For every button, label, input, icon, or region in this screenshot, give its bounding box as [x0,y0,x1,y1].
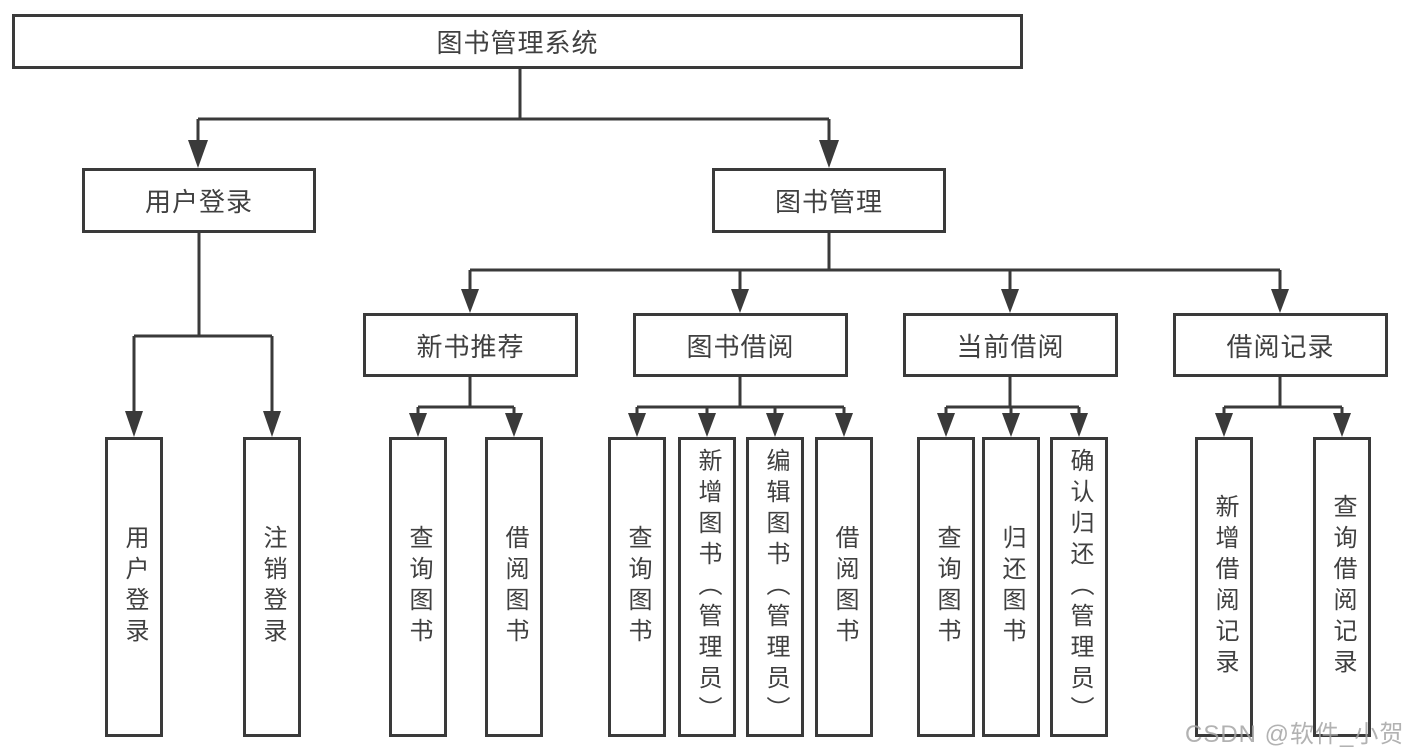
node-label: 图书管理系统 [436,28,599,58]
node-label: 当前借阅 [956,331,1065,362]
node-label: 归还图书 [998,525,1025,649]
node-user-login: 用户登录 [82,168,316,233]
node-label: 新增借阅记录 [1211,494,1238,680]
node-label: 确认归还（管理员） [1066,447,1093,727]
arrowhead [505,413,523,437]
arrowhead [731,289,749,313]
node-leaf-logout: 注销登录 [243,437,301,737]
node-leaf-return-book: 归还图书 [982,437,1040,737]
arrowhead [628,413,646,437]
node-current-borrow: 当前借阅 [903,313,1118,377]
arrowhead [1333,413,1351,437]
node-label: 借阅图书 [831,525,858,649]
arrowhead [819,140,839,168]
node-leaf-query-book-1: 查询图书 [389,437,447,737]
node-leaf-query-borrow-record: 查询借阅记录 [1313,437,1371,737]
arrowhead [1001,289,1019,313]
node-label: 新书推荐 [416,331,525,362]
node-leaf-user-login: 用户登录 [105,437,163,737]
node-label: 借阅图书 [501,525,528,649]
node-library-system: 图书管理系统 [12,14,1023,69]
node-leaf-borrow-book-1: 借阅图书 [485,437,543,737]
node-leaf-add-borrow-record: 新增借阅记录 [1195,437,1253,737]
arrowhead [1002,413,1020,437]
arrowhead [698,413,716,437]
node-label: 编辑图书（管理员） [762,447,789,727]
arrowhead [1215,413,1233,437]
node-leaf-query-book-3: 查询图书 [917,437,975,737]
arrowhead [188,140,208,168]
node-label: 查询借阅记录 [1329,494,1356,680]
node-label: 新增图书（管理员） [694,447,721,727]
arrowhead [409,413,427,437]
node-label: 查询图书 [933,525,960,649]
node-label: 借阅记录 [1226,331,1335,362]
node-label: 查询图书 [624,525,651,649]
arrowhead [1070,413,1088,437]
node-label: 查询图书 [405,525,432,649]
node-leaf-query-book-2: 查询图书 [608,437,666,737]
node-borrow-records: 借阅记录 [1173,313,1388,377]
csdn-watermark: CSDN @软件_小贺同学 [1185,721,1405,747]
arrowhead [766,413,784,437]
arrowhead [461,289,479,313]
node-leaf-add-book-admin: 新增图书（管理员） [678,437,736,737]
arrowhead [1271,289,1289,313]
arrowhead [835,413,853,437]
arrowhead [125,411,143,437]
node-label: 用户登录 [121,525,148,649]
node-book-borrow: 图书借阅 [633,313,848,377]
node-label: 注销登录 [259,525,286,649]
arrowhead [937,413,955,437]
node-book-management: 图书管理 [712,168,946,233]
node-label: 图书借阅 [686,331,795,362]
node-leaf-edit-book-admin: 编辑图书（管理员） [746,437,804,737]
arrowhead [263,411,281,437]
node-new-book-recommend: 新书推荐 [363,313,578,377]
node-leaf-borrow-book-2: 借阅图书 [815,437,873,737]
node-leaf-confirm-return-admin: 确认归还（管理员） [1050,437,1108,737]
node-label: 用户登录 [144,187,253,217]
node-label: 图书管理 [774,187,883,217]
